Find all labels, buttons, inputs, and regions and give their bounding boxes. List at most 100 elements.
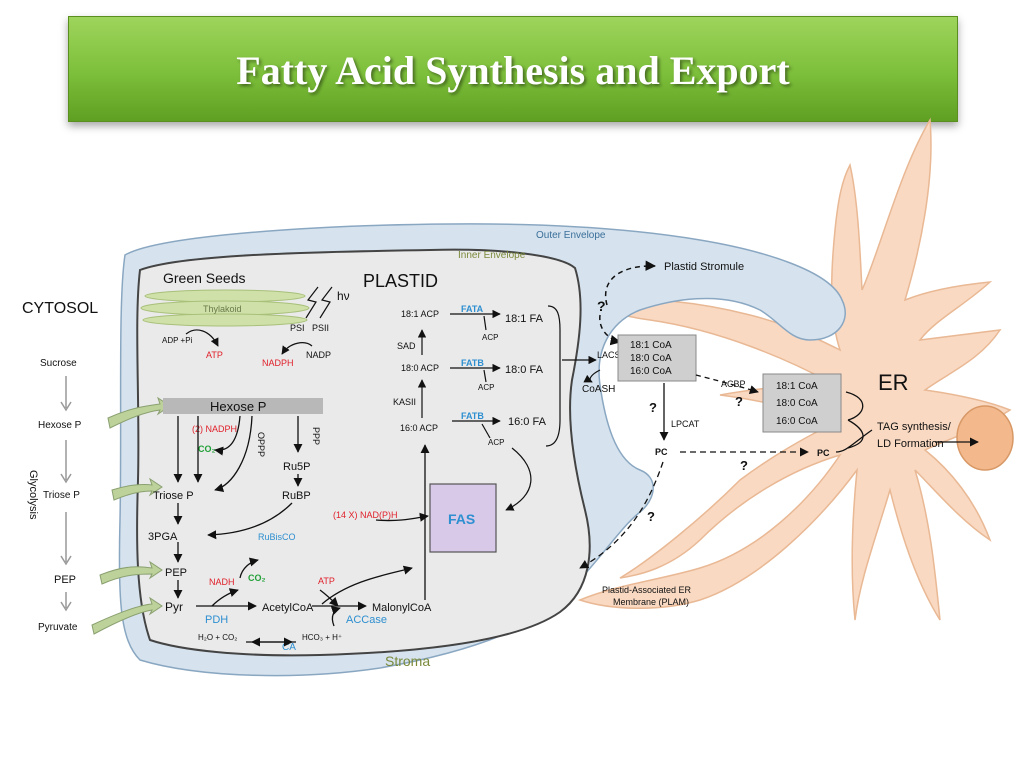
page-title: Fatty Acid Synthesis and Export	[236, 48, 790, 93]
cytosol-triose-p-label: Triose P	[43, 490, 80, 501]
stroma-label: Stroma	[385, 653, 430, 669]
kasii-label: KASII	[393, 397, 416, 407]
plam-label-line1: Plastid-Associated ER	[602, 585, 692, 595]
acyl-coa-pool-2	[762, 373, 842, 433]
adp-pi-label: ADP +Pi	[162, 336, 193, 345]
inner-envelope-label: Inner Envelope	[458, 250, 526, 261]
tag-synthesis-label: TAG synthesis/	[877, 421, 952, 433]
fa-160-label: 16:0 FA	[508, 416, 547, 428]
question-mark-3: ?	[649, 400, 657, 415]
malonylcoa-label: MalonylCoA	[372, 602, 432, 614]
fatb2-label: FATB	[461, 411, 484, 421]
question-mark-5: ?	[647, 509, 655, 524]
export-arrows	[579, 374, 979, 569]
plastid-label: PLASTID	[363, 271, 438, 291]
acp-160-label: 16:0 ACP	[400, 423, 438, 433]
lightning-1	[305, 286, 319, 319]
nadph-light-label: NADPH	[262, 358, 294, 368]
co2-pdh-label: CO₂	[248, 573, 266, 583]
acbp-label: ACBP	[721, 379, 746, 389]
atp-accase-label: ATP	[318, 576, 335, 586]
fa-180-label: 18:0 FA	[505, 364, 544, 376]
hv-label: hν	[337, 289, 350, 303]
cytosol-pyruvate-label: Pyruvate	[38, 622, 78, 633]
stromule-arrow	[604, 260, 657, 306]
fa-181-label: 18:1 FA	[505, 313, 544, 325]
acp-c-label: ACP	[488, 438, 504, 447]
ru5p-label: Ru5P	[283, 461, 311, 473]
outer-envelope-label: Outer Envelope	[536, 230, 606, 241]
cytosol-hollow-arrows	[60, 376, 72, 612]
fatb1-label: FATB	[461, 358, 484, 368]
transport-arrows	[91, 396, 171, 635]
cytosol-glycolysis: Sucrose Hexose P Triose P PEP Pyruvate G…	[27, 358, 82, 633]
ppp-label: PPP	[311, 427, 321, 445]
thylakoid-label: Thylakoid	[203, 304, 242, 314]
er-label: ER	[878, 370, 909, 395]
green-seeds-label: Green Seeds	[163, 270, 246, 286]
acp-chain: 18:1 ACP FATA 18:1 FA ACP SAD 18:0 ACP F…	[393, 304, 547, 447]
lightning-2	[319, 286, 333, 319]
cytosol-label: CYTOSOL	[22, 300, 98, 317]
co2-oppp-label: CO₂	[198, 444, 216, 454]
title-banner: Fatty Acid Synthesis and Export	[68, 16, 958, 122]
psi-label: PSI	[290, 323, 305, 333]
inner-envelope	[136, 248, 591, 657]
stromule-return-arrow	[599, 314, 622, 346]
question-mark-1: ?	[597, 298, 606, 314]
nadp-label: NADP	[306, 350, 331, 360]
h2o-co2-label: H₂O + CO₂	[198, 633, 237, 642]
pool2-181: 18:1 CoA	[776, 381, 818, 392]
acp-180-label: 18:0 ACP	[401, 363, 439, 373]
atp-light-label: ATP	[206, 350, 223, 360]
nadph2-label: (2) NADPH	[192, 424, 237, 434]
question-mark-2: ?	[735, 394, 743, 409]
pc-er-label: PC	[817, 448, 830, 458]
pool1-181: 18:1 CoA	[630, 340, 672, 351]
accase-label: ACCase	[346, 614, 387, 626]
question-mark-4: ?	[740, 458, 748, 473]
sad-label: SAD	[397, 341, 416, 351]
acp-b-label: ACP	[478, 383, 494, 392]
lacs-label: LACS	[597, 350, 621, 360]
rubp-label: RuBP	[282, 490, 311, 502]
pool1-180: 18:0 CoA	[630, 353, 672, 364]
acetylcoa-label: AcetylCoA	[262, 602, 314, 614]
pool2-180: 18:0 CoA	[776, 398, 818, 409]
fata-label: FATA	[461, 304, 484, 314]
plastid-stromule-label: Plastid Stromule	[664, 261, 744, 273]
lpcat-label: LPCAT	[671, 419, 700, 429]
triose-p-label: Triose P	[153, 490, 194, 502]
nadh-label: NADH	[209, 577, 235, 587]
fas-box	[429, 483, 497, 553]
pool2-160: 16:0 CoA	[776, 416, 818, 427]
acp-181-label: 18:1 ACP	[401, 309, 439, 319]
metabolism-arrows	[173, 415, 430, 647]
cytosol-pep-label: PEP	[54, 574, 76, 586]
coash-arrow	[583, 369, 601, 383]
acp-a-label: ACP	[482, 333, 498, 342]
nadph14-label: (14 X) NAD(P)H	[333, 510, 398, 520]
pool1-160: 16:0 CoA	[630, 366, 672, 377]
psii-label: PSII	[312, 323, 329, 333]
coash-label: CoASH	[582, 384, 615, 395]
acp-arrows	[417, 305, 597, 511]
hexose-p-label: Hexose P	[210, 399, 266, 414]
pga3-label: 3PGA	[148, 531, 178, 543]
thylakoid-stack	[140, 289, 310, 327]
er-network	[577, 117, 1014, 621]
ca-label: CA	[282, 642, 296, 653]
pdh-label: PDH	[205, 614, 228, 626]
sucrose-label: Sucrose	[40, 358, 77, 369]
pep-label: PEP	[165, 567, 187, 579]
hco3-label: HCO₃ + H⁺	[302, 633, 342, 642]
pc-plastid-label: PC	[655, 447, 668, 457]
fas-label: FAS	[448, 511, 475, 527]
rubisco-label: RuBisCO	[258, 532, 296, 542]
nadph-arrow	[281, 342, 313, 355]
plam-label-line2: Membrane (PLAM)	[613, 597, 689, 607]
atp-arrow	[185, 329, 219, 347]
pyr-label: Pyr	[165, 600, 183, 614]
acyl-coa-pool-1	[617, 334, 697, 382]
